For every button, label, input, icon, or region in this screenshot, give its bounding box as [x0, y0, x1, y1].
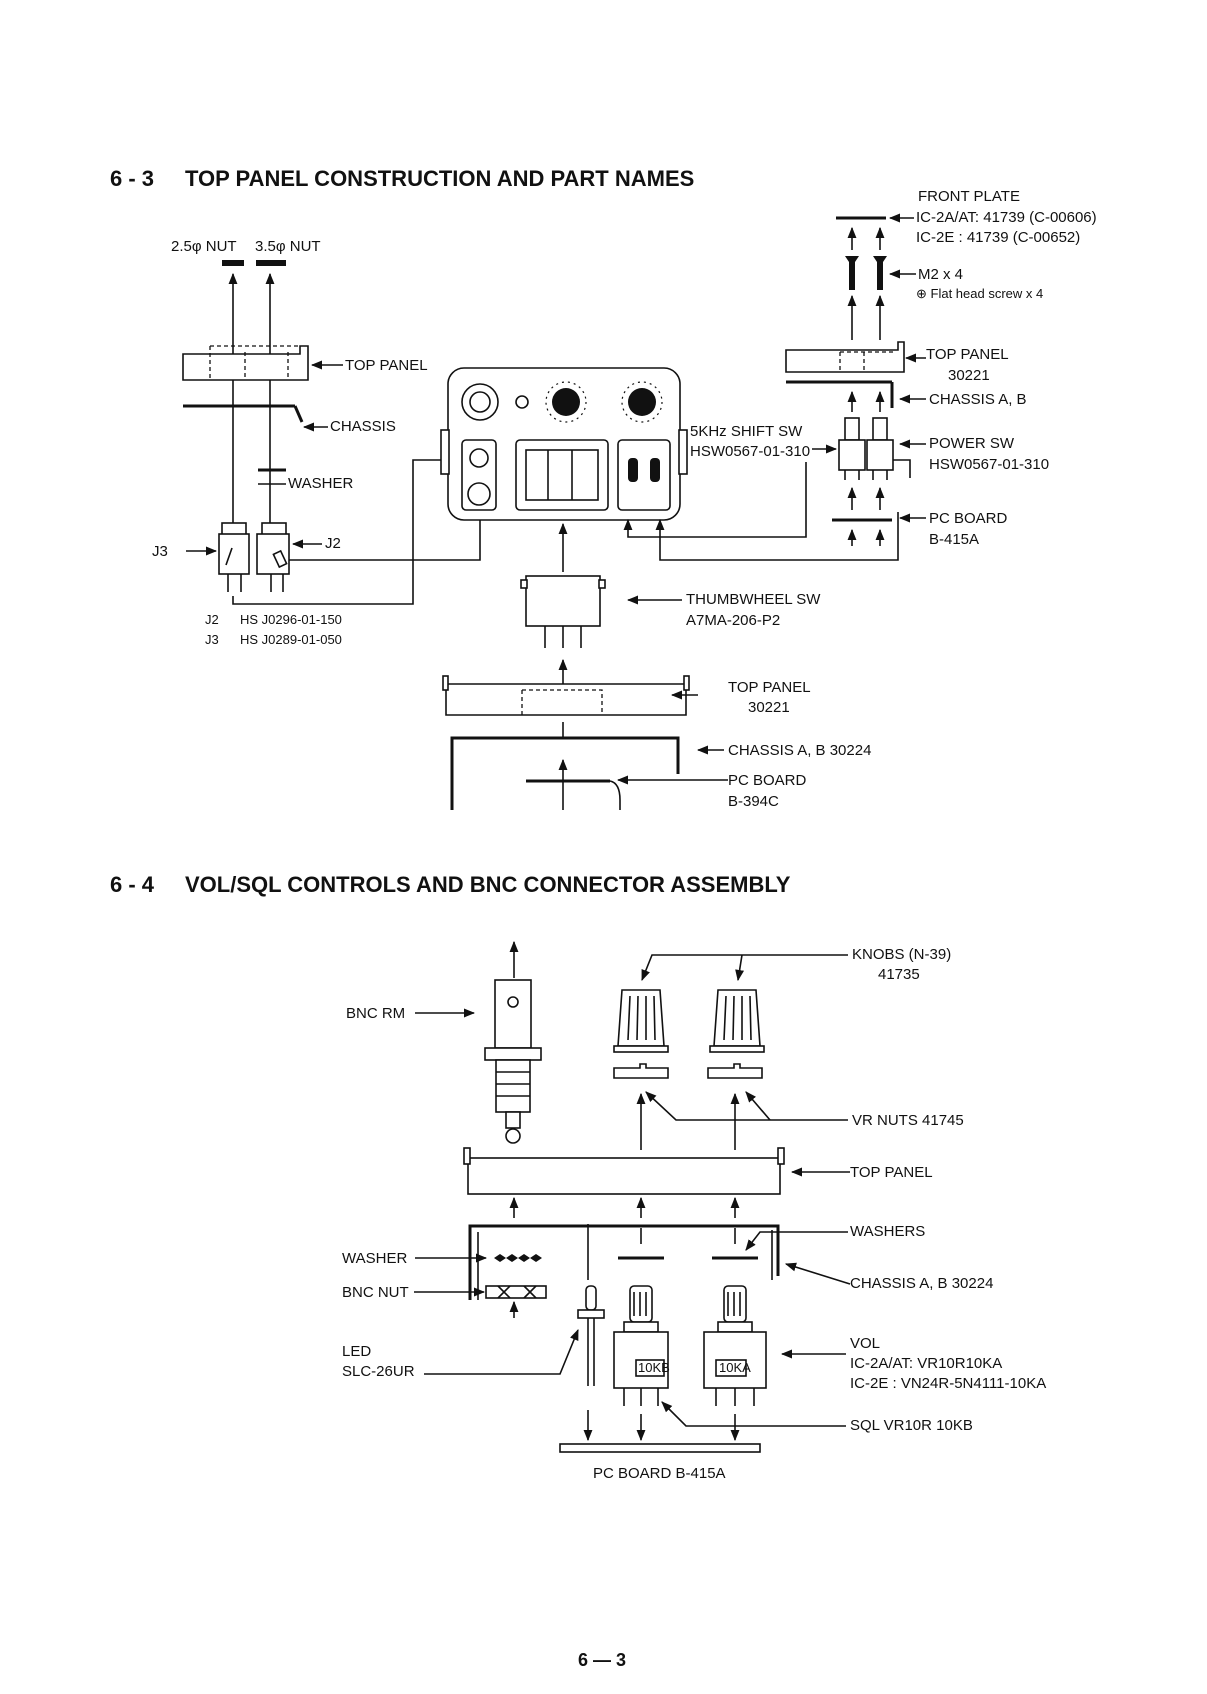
label-led: LED	[342, 1343, 371, 1360]
label-j2: J2	[325, 535, 341, 552]
label-bnc-rm: BNC RM	[346, 1005, 405, 1022]
section-6-4-number: 6 - 4	[110, 872, 155, 897]
label-thumbwheel-part: A7MA-206-P2	[686, 612, 780, 629]
arrow-chassis-64	[784, 1262, 851, 1285]
pc-board-64	[559, 1443, 761, 1453]
label-front-plate: FRONT PLATE	[918, 188, 1020, 205]
jack-j2	[256, 522, 290, 592]
arrow-knob-right	[735, 954, 745, 982]
vol-chassis	[468, 1224, 780, 1300]
arrow-vr-nut-right	[745, 1091, 771, 1121]
label-vr-nuts: VR NUTS 41745	[852, 1112, 964, 1129]
section-6-3-title: TOP PANEL CONSTRUCTION AND PART NAMES	[185, 166, 694, 191]
section-6-4-title: VOL/SQL CONTROLS AND BNC CONNECTOR ASSEM…	[185, 872, 791, 897]
label-nut-3-5: 3.5φ NUT	[255, 238, 321, 255]
label-j3: J3	[152, 543, 168, 560]
label-fp-line2: IC-2E : 41739 (C-00652)	[916, 229, 1080, 246]
knob-right	[709, 989, 765, 1053]
label-flat-head: ⊕ Flat head screw x 4	[916, 286, 1043, 301]
label-j2-part: HS J0296-01-150	[240, 612, 342, 627]
label-m2x4: M2 x 4	[918, 266, 963, 283]
label-pot-ka: 10KA	[719, 1360, 751, 1375]
label-led-part: SLC-26UR	[342, 1363, 415, 1380]
label-top-panel-left: TOP PANEL	[345, 357, 428, 374]
switch-connection-line-1	[623, 462, 807, 538]
label-top-panel-bottom: TOP PANEL	[728, 679, 811, 696]
bottom-chassis	[450, 736, 680, 810]
label-thumbwheel: THUMBWHEEL SW	[686, 591, 821, 608]
slide-switches	[838, 417, 911, 480]
label-j3-part: HS J0289-01-050	[240, 632, 342, 647]
label-shift-sw-part: HSW0567-01-310	[690, 443, 810, 460]
arrow-led	[424, 1328, 579, 1375]
label-j2-name: J2	[205, 612, 219, 627]
label-fp-line1: IC-2A/AT: 41739 (C-00606)	[916, 209, 1097, 226]
led	[577, 1285, 605, 1386]
arrow-sql	[661, 1401, 846, 1427]
right-pc-board	[832, 486, 892, 546]
radio-top-panel	[440, 367, 688, 521]
label-pc-board-bottom-num: B-394C	[728, 793, 779, 810]
switch-connection-line-2	[655, 512, 899, 561]
label-j3-name: J3	[205, 632, 219, 647]
left-top-panel	[182, 345, 309, 423]
vr-nuts	[613, 1063, 763, 1079]
flat-head-screws	[845, 226, 887, 340]
label-nut-2-5: 2.5φ NUT	[171, 238, 237, 255]
nut-parts	[222, 260, 286, 266]
bnc-connector	[484, 979, 542, 1144]
pot-sql	[613, 1285, 669, 1406]
label-vol-line2: IC-2E : VN24R-5N4111-10KA	[850, 1375, 1046, 1392]
label-chassis-left: CHASSIS	[330, 418, 396, 435]
label-pc-board-right: PC BOARD	[929, 510, 1008, 527]
panel-arrows-64	[509, 1196, 740, 1218]
knob-left	[613, 989, 669, 1053]
label-power-sw-part: HSW0567-01-310	[929, 456, 1049, 473]
arrow-vr-nut-left	[645, 1091, 848, 1121]
bnc-nut	[485, 1285, 547, 1299]
label-top-panel-right-num: 30221	[948, 367, 990, 384]
label-bnc-nut: BNC NUT	[342, 1284, 409, 1301]
label-chassis-ab-right: CHASSIS A, B	[929, 391, 1027, 408]
washers	[494, 1228, 758, 1262]
jack-j3	[218, 522, 250, 592]
label-knobs: KNOBS (N-39)	[852, 946, 951, 963]
label-chassis-bottom: CHASSIS A, B 30224	[728, 742, 871, 759]
pc-board-bend	[609, 780, 621, 810]
label-vol: VOL	[850, 1335, 880, 1352]
label-pot-kb: 10KB	[638, 1360, 670, 1375]
arrow-washers	[745, 1231, 848, 1251]
label-sql: SQL VR10R 10KB	[850, 1417, 973, 1434]
bottom-top-panel	[442, 675, 690, 716]
label-chassis-64: CHASSIS A, B 30224	[850, 1275, 993, 1292]
section-6-3-number: 6 - 3	[110, 166, 154, 191]
vol-top-panel	[463, 1147, 785, 1195]
label-top-panel-right: TOP PANEL	[926, 346, 1009, 363]
right-top-panel	[785, 341, 905, 408]
page-number: 6 — 3	[578, 1650, 626, 1670]
pc-board-64-arrows	[583, 1410, 740, 1442]
label-pc-board-bottom: PC BOARD	[728, 772, 807, 789]
label-washers: WASHERS	[850, 1223, 925, 1240]
pot-vol	[703, 1285, 767, 1406]
label-pc-board-64: PC BOARD B-415A	[593, 1465, 726, 1482]
jack-connection-line	[232, 459, 441, 605]
label-washer-64: WASHER	[342, 1250, 407, 1267]
arrow-knob-left	[641, 954, 848, 982]
label-shift-sw: 5KHz SHIFT SW	[690, 423, 803, 440]
label-pc-board-right-num: B-415A	[929, 531, 979, 548]
thumbwheel-switch	[520, 575, 606, 648]
label-washer-left: WASHER	[288, 475, 353, 492]
label-top-panel-64: TOP PANEL	[850, 1164, 933, 1181]
label-knobs-num: 41735	[878, 966, 920, 983]
label-power-sw: POWER SW	[929, 435, 1015, 452]
label-vol-line1: IC-2A/AT: VR10R10KA	[850, 1355, 1002, 1372]
label-top-panel-bottom-num: 30221	[748, 699, 790, 716]
